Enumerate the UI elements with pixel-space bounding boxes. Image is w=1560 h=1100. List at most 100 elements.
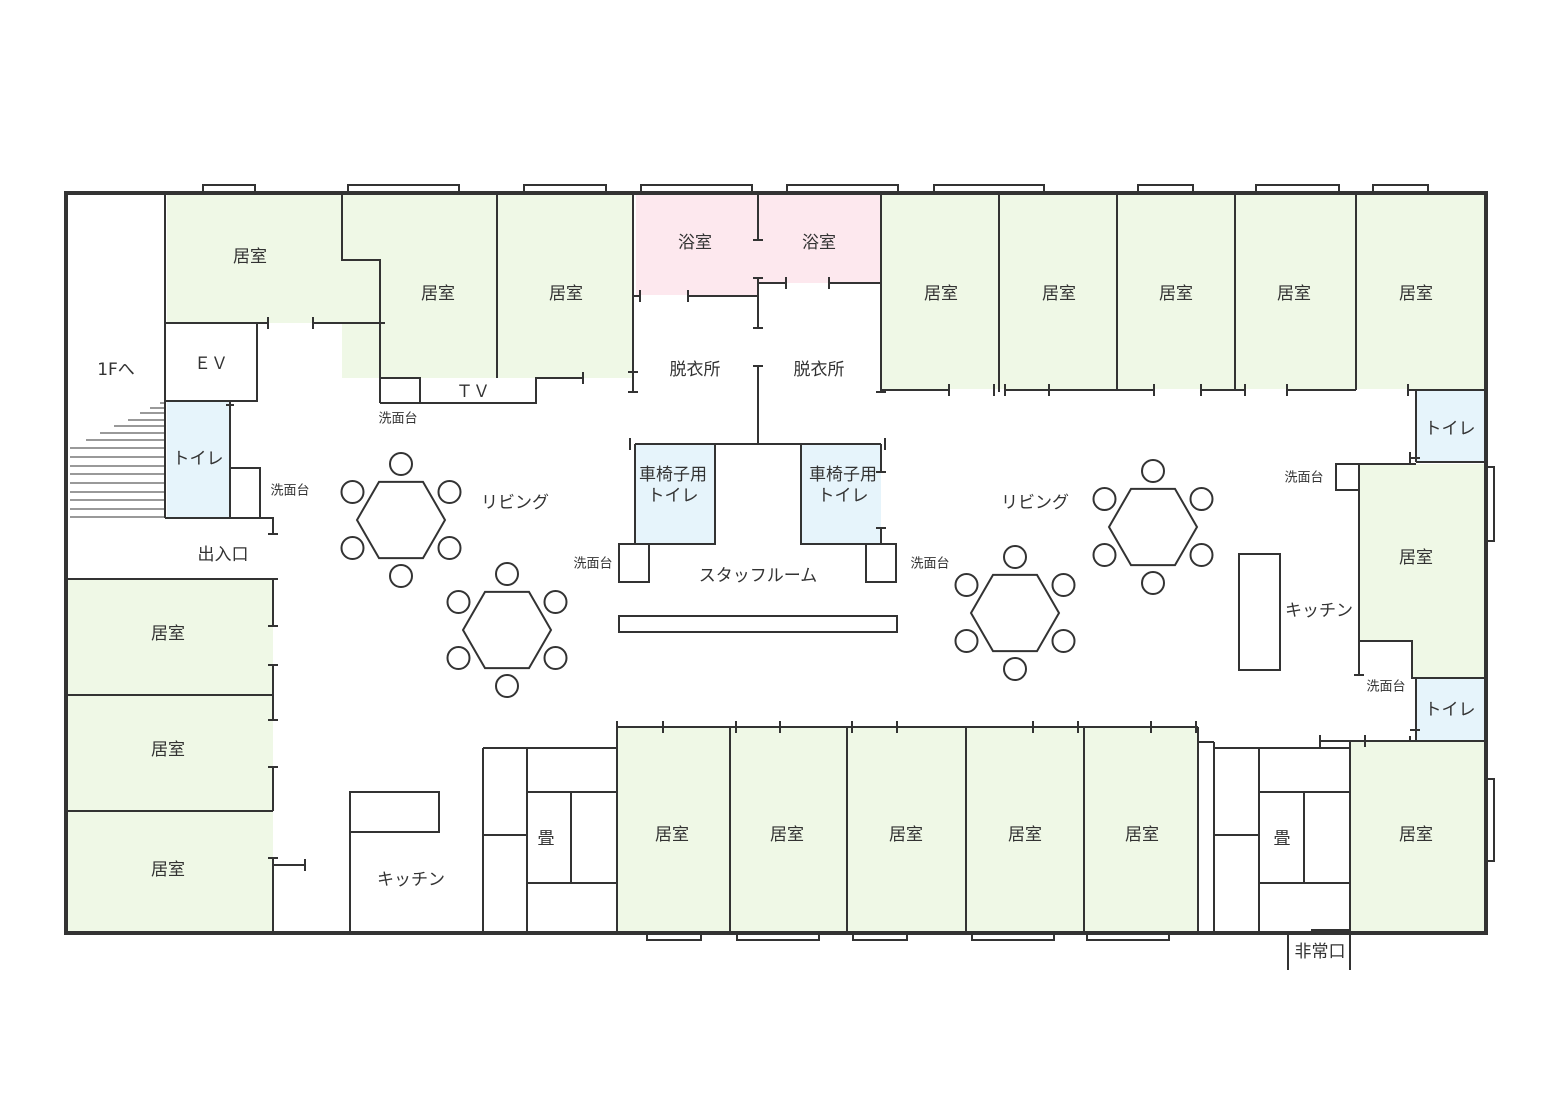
washbasin-label: 洗面台 [910, 557, 949, 572]
circle-chair-icon [340, 480, 365, 504]
room-top-7 [1235, 195, 1356, 389]
circle-chair-icon [389, 564, 413, 588]
stairs-label: 1Fへ [97, 360, 135, 380]
bath-label: 浴室 [678, 233, 712, 253]
room-bottom-3 [847, 727, 966, 932]
circle-chair-icon [1141, 459, 1165, 483]
room-bottom-5 [1084, 727, 1198, 932]
room-label: 居室 [924, 284, 958, 304]
wheelchair-toilet-label: トイレ [818, 486, 869, 506]
circle-chair-icon [389, 452, 413, 476]
room-left-2 [67, 695, 273, 811]
room-label: 居室 [151, 860, 185, 880]
table-set [954, 545, 1076, 681]
kitchen-label: キッチン [377, 870, 445, 890]
stairs-icon [70, 402, 165, 518]
entrance-label: 出入口 [198, 545, 249, 565]
circle-chair-icon [340, 536, 365, 560]
staff-room-label: スタッフルーム [699, 566, 818, 586]
circle-chair-icon [1141, 571, 1165, 595]
room-fills [67, 195, 1484, 932]
tatami-label: 畳 [538, 829, 555, 849]
washbasin-label: 洗面台 [270, 484, 309, 499]
room-label: 居室 [1125, 825, 1159, 845]
labels: 居室 居室 居室 居室 居室 居室 居室 居室 居室 居室 居室 居室 居室 居… [97, 233, 1475, 962]
bath-2 [758, 195, 881, 283]
circle-chair-icon [1003, 657, 1027, 681]
room-top-3 [497, 195, 633, 378]
wheelchair-toilet-left [635, 445, 715, 544]
room-top-left [167, 195, 380, 323]
living-furniture [340, 452, 1214, 698]
kitchen-label: キッチン [1285, 601, 1353, 621]
room-label: 居室 [151, 740, 185, 760]
bath-1 [636, 195, 758, 295]
room-label: 居室 [151, 624, 185, 644]
room-bottom-4 [966, 727, 1084, 932]
room-top-5 [999, 195, 1117, 389]
outer-wall [64, 191, 1488, 935]
wheelchair-toilet-label: 車椅子用 [639, 465, 707, 485]
circle-chair-icon [437, 536, 462, 560]
circle-chair-icon [446, 646, 471, 670]
washbasin-label: 洗面台 [378, 412, 417, 427]
table-set [1092, 459, 1214, 595]
room-top-8 [1356, 195, 1484, 389]
toilet-label: トイレ [173, 449, 224, 469]
emergency-exit-label: 非常口 [1295, 942, 1346, 962]
circle-chair-icon [1051, 573, 1076, 597]
bath-label: 浴室 [802, 233, 836, 253]
room-label: 居室 [421, 284, 455, 304]
ev-label: ＥＶ [194, 354, 228, 374]
living-label: リビング [1001, 493, 1069, 513]
living-label: リビング [481, 493, 549, 513]
room-label: 居室 [1399, 284, 1433, 304]
room-right-bottom [1350, 742, 1484, 932]
room-bottom-1 [617, 727, 730, 932]
room-label: 居室 [1399, 825, 1433, 845]
circle-chair-icon [446, 590, 471, 614]
room-top-4 [882, 195, 999, 389]
room-label: 居室 [889, 825, 923, 845]
washbasin-label: 洗面台 [573, 557, 612, 572]
toilet-right-bottom [1416, 678, 1484, 741]
circle-chair-icon [1051, 629, 1076, 653]
dressing-room-label: 脱衣所 [670, 360, 721, 380]
room-label: 居室 [1042, 284, 1076, 304]
wheelchair-toilet-label: 車椅子用 [809, 465, 877, 485]
room-label: 居室 [233, 247, 267, 267]
circle-chair-icon [1189, 543, 1214, 567]
circle-chair-icon [1003, 545, 1027, 569]
room-right-middle [1359, 464, 1484, 678]
room-bottom-2 [730, 727, 847, 932]
hexagon-table-icon [355, 480, 447, 560]
room-label: 居室 [1399, 548, 1433, 568]
door-marks [226, 239, 1420, 871]
interior-walls [66, 193, 1484, 970]
hexagon-table-icon [461, 590, 553, 670]
table-set [446, 562, 568, 698]
toilet-left [167, 401, 230, 518]
toilet-label: トイレ [1425, 700, 1476, 720]
washbasin-label: 洗面台 [1366, 680, 1405, 695]
circle-chair-icon [954, 629, 979, 653]
circle-chair-icon [543, 646, 568, 670]
circle-chair-icon [437, 480, 462, 504]
wheelchair-toilet-label: トイレ [648, 486, 699, 506]
room-label: 居室 [1008, 825, 1042, 845]
washbasin-label: 洗面台 [1284, 471, 1323, 486]
circle-chair-icon [495, 674, 519, 698]
toilet-right-top [1416, 390, 1484, 462]
tatami-label: 畳 [1274, 829, 1291, 849]
room-top-2 [342, 195, 497, 378]
wheelchair-toilet-right [801, 445, 881, 544]
room-label: 居室 [549, 284, 583, 304]
room-label: 居室 [655, 825, 689, 845]
circle-chair-icon [543, 590, 568, 614]
hexagon-table-icon [1107, 487, 1199, 567]
room-label: 居室 [1277, 284, 1311, 304]
circle-chair-icon [954, 573, 979, 597]
circle-chair-icon [495, 562, 519, 586]
room-label: 居室 [1159, 284, 1193, 304]
